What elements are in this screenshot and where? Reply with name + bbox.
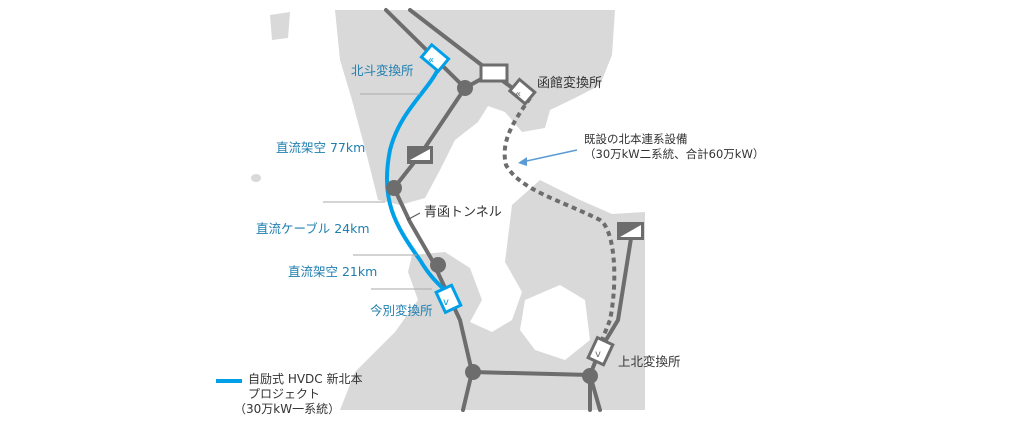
legend-swatch	[216, 379, 242, 383]
legend-line2: プロジェクト	[248, 387, 321, 401]
imabetsu-substation-label: 今別変換所	[370, 303, 433, 318]
transformer-icon	[407, 146, 433, 164]
svg-text:v: v	[443, 297, 449, 308]
converter-icon: «	[507, 77, 537, 106]
island	[251, 174, 261, 182]
mutsu-bay	[520, 285, 590, 360]
kamikita-substation-label: 上北変換所	[618, 354, 681, 369]
arrow-icon	[518, 149, 578, 166]
converter-icon: «	[419, 42, 451, 74]
hakodate-substation-label: 函館変換所	[537, 76, 603, 91]
legend: 自励式 HVDC 新北本 プロジェクト （30万kW一系統）	[234, 372, 363, 417]
legend-line1: 自励式 HVDC 新北本	[248, 372, 363, 386]
dc-cable-24-label: 直流ケーブル 24km	[256, 221, 370, 236]
substations: « « v v	[407, 42, 644, 367]
legend-line3: （30万kW一系統）	[234, 402, 341, 416]
hokuto-substation-label: 北斗変換所	[351, 63, 414, 78]
svg-text:v: v	[595, 349, 601, 360]
converter-icon: v	[434, 283, 463, 315]
svg-text:«: «	[515, 89, 521, 100]
seikan-tunnel-label: 青函トンネル	[424, 205, 502, 220]
existing-dc-line	[502, 96, 617, 346]
island	[270, 12, 290, 40]
dc-overhead-21-label: 直流架空 21km	[288, 264, 378, 279]
existing-line-label-1: 既設の北本連系設備	[584, 132, 688, 146]
existing-line-label-2: （30万kW二系統、合計60万kW）	[584, 147, 765, 161]
hvdc-new-line	[384, 64, 457, 302]
leader-lines	[323, 93, 432, 290]
svg-text:«: «	[428, 55, 434, 66]
junctions	[386, 80, 598, 384]
transformer-icon	[617, 222, 644, 240]
hokkaido-land	[335, 10, 615, 205]
converter-icon: v	[586, 335, 615, 367]
dc-overhead-77-label: 直流架空 77km	[276, 140, 366, 155]
